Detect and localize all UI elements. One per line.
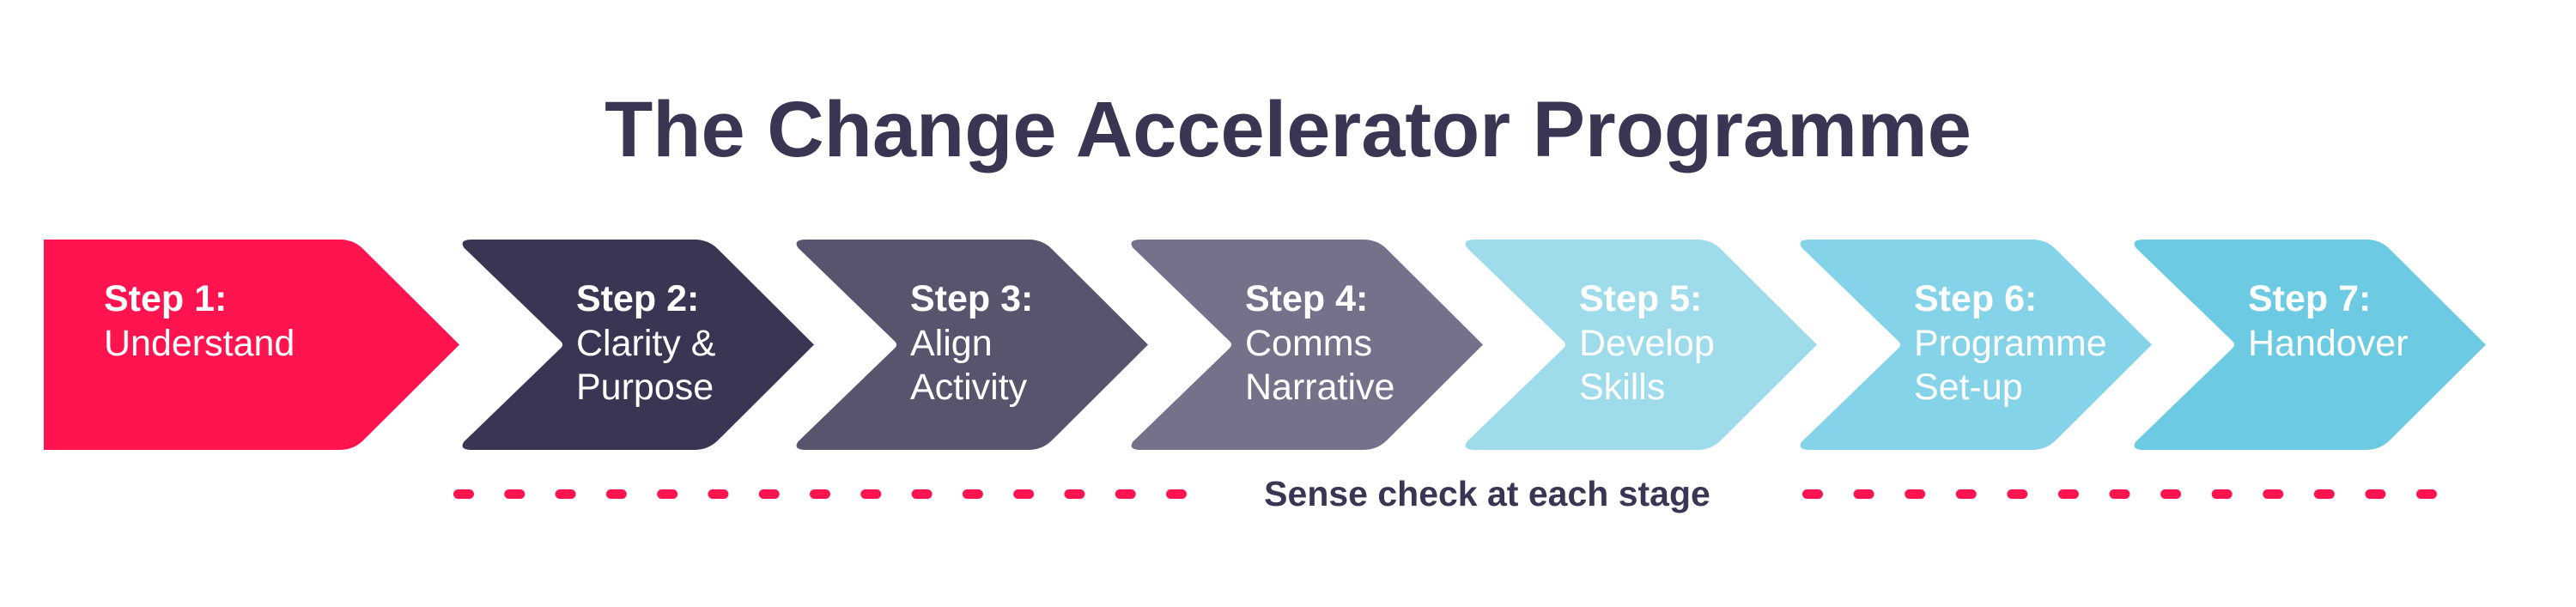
sense-check-dot (504, 489, 526, 499)
step-7-chevron: Step 7:Handover (2134, 240, 2486, 450)
step-2-title: Step 2: (576, 278, 699, 319)
sense-check-dots-right (1802, 489, 2437, 499)
step-2-label-line: Purpose (576, 367, 714, 408)
step-2-chevron: Step 2:Clarity &Purpose (462, 240, 814, 450)
sense-check-dot (1115, 489, 1136, 499)
step-5-label-line: Skills (1579, 367, 1665, 408)
sense-check-dot (2211, 489, 2233, 499)
sense-check-dot (2057, 489, 2079, 499)
step-5-shape (1465, 240, 1817, 450)
step-3-title: Step 3: (910, 278, 1033, 319)
step-1-chevron: Step 1:Understand (44, 240, 459, 450)
step-1-shape (44, 240, 459, 450)
sense-check-dot (1853, 489, 1874, 499)
step-4-label-line: Comms (1245, 323, 1372, 364)
sense-check-dot (708, 489, 729, 499)
step-1-label-line: Understand (104, 323, 295, 364)
sense-check-dot (2365, 489, 2386, 499)
sense-check-dot (2007, 489, 2028, 499)
sense-check-label: Sense check at each stage (1264, 474, 1710, 513)
sense-check-dot (2313, 489, 2335, 499)
step-6-label-line: Programme (1914, 323, 2107, 364)
sense-check-dot (860, 489, 882, 499)
sense-check-dot (911, 489, 933, 499)
sense-check-dot (1955, 489, 1977, 499)
step-2-shape (462, 240, 814, 450)
step-7-label-line: Handover (2248, 323, 2408, 364)
step-1-title: Step 1: (104, 278, 227, 319)
sense-check-dots-left (453, 489, 1187, 499)
step-5-title: Step 5: (1579, 278, 1702, 319)
page-title: The Change Accelerator Programme (605, 86, 1971, 173)
sense-check-dot (758, 489, 780, 499)
sense-check-row: Sense check at each stage (453, 474, 2437, 513)
sense-check-dot (2160, 489, 2182, 499)
sense-check-dot (1166, 489, 1187, 499)
step-4-label-line: Narrative (1245, 367, 1394, 408)
step-7-shape (2134, 240, 2486, 450)
sense-check-dot (1905, 489, 1926, 499)
step-6-title: Step 6: (1914, 278, 2037, 319)
step-5-label-line: Develop (1579, 323, 1715, 364)
sense-check-dot (962, 489, 983, 499)
sense-check-dot (453, 489, 474, 499)
step-3-label-line: Activity (910, 367, 1028, 408)
sense-check-dot (555, 489, 576, 499)
sense-check-dot (1064, 489, 1085, 499)
sense-check-dot (2109, 489, 2130, 499)
step-7-title: Step 7: (2248, 278, 2371, 319)
sense-check-dot (2416, 489, 2437, 499)
step-4-shape (1131, 240, 1483, 450)
step-2-label-line: Clarity & (576, 323, 716, 364)
step-6-label-line: Set-up (1914, 367, 2023, 408)
sense-check-dot (1802, 489, 1823, 499)
step-3-label-line: Align (910, 323, 993, 364)
step-3-shape (796, 240, 1148, 450)
sense-check-dot (2263, 489, 2284, 499)
sense-check-dot (810, 489, 830, 499)
step-6-shape (1800, 240, 2152, 450)
sense-check-dot (605, 489, 627, 499)
sense-check-dot (657, 489, 678, 499)
sense-check-dot (1013, 489, 1035, 499)
step-4-title: Step 4: (1245, 278, 1368, 319)
